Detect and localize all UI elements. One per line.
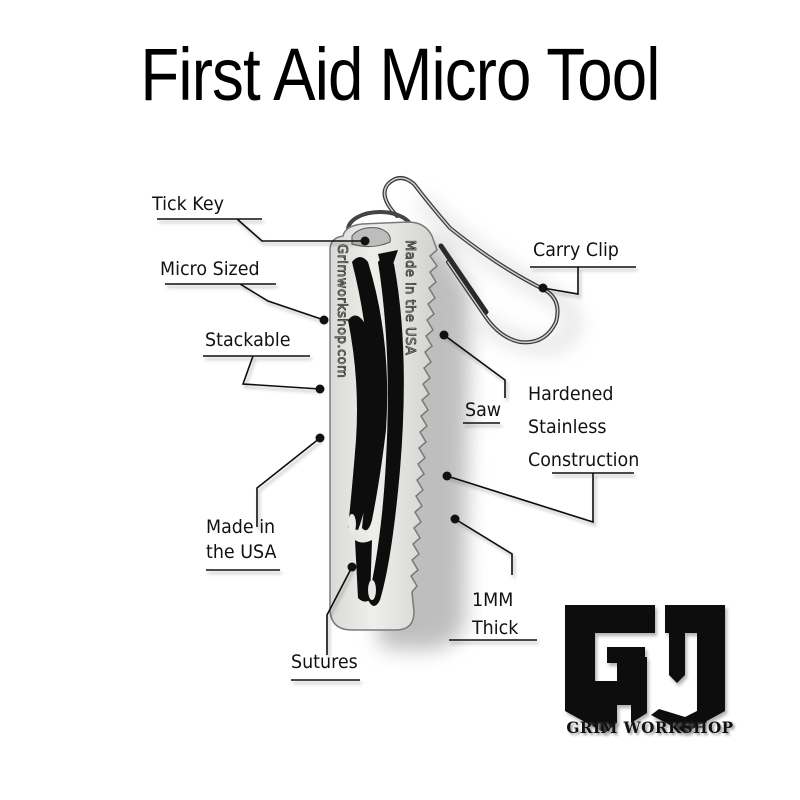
brand-name: GRIM WORKSHOP: [566, 718, 734, 737]
carry-clip-wire: [382, 176, 560, 345]
callout-line-saw: [443, 334, 506, 424]
callout-label-tick-key: Tick Key: [152, 193, 224, 215]
suture-slot-2: [348, 315, 376, 530]
callout-label-saw: Saw: [465, 399, 502, 421]
callout-line-tick-key: [157, 218, 365, 242]
suture-slot-3: [368, 257, 404, 606]
callout-line-stackable: [203, 355, 321, 390]
callout-label-stackable: Stackable: [205, 329, 291, 351]
engraving-left: Grimworkshop.com: [334, 244, 349, 378]
page-title: First Aid Micro Tool: [140, 33, 660, 116]
callout-label-thickness: 1MM Thick: [472, 586, 518, 642]
callout-line-sutures: [291, 566, 360, 681]
callout-label-thickness-line1: 1MM: [472, 589, 514, 611]
logo-letter-w: [651, 605, 725, 733]
callout-label-carry-clip: Carry Clip: [533, 239, 619, 261]
callout-line-made-in-usa: [206, 437, 321, 571]
callout-line-thickness: [449, 518, 537, 641]
callout-dots: [315, 236, 548, 572]
callout-line-micro-sized: [165, 283, 325, 321]
callout-label-hardened-line2: Stainless: [528, 416, 607, 438]
callout-label-made-in-usa-line2: the USA: [206, 541, 277, 563]
callout-line-hardened: [446, 472, 634, 524]
callout-label-thickness-line2: Thick: [472, 617, 519, 639]
callout-lines: [157, 218, 636, 681]
suture-slot-1: [352, 257, 388, 531]
callout-label-made-in-usa: Made in the USA: [206, 515, 276, 565]
callout-label-made-in-usa-line1: Made in: [206, 516, 276, 538]
brand-logo: [565, 605, 725, 733]
callout-line-carry-clip: [530, 266, 636, 295]
engraving-right: Made in the USA: [402, 240, 417, 355]
callout-label-sutures: Sutures: [291, 651, 358, 673]
callout-label-hardened: Hardened Stainless Construction: [528, 378, 639, 477]
tool-body: [329, 221, 439, 631]
callout-label-micro-sized: Micro Sized: [160, 258, 260, 280]
callout-label-hardened-line3: Construction: [528, 449, 640, 471]
callout-label-hardened-line1: Hardened: [528, 383, 614, 405]
